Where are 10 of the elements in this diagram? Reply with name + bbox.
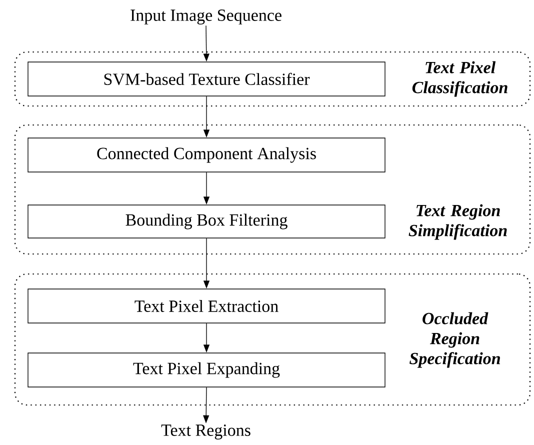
text-label: Input Image Sequence: [130, 10, 282, 24]
process-box: Bounding Box Filtering: [28, 204, 386, 238]
stage-title: Occluded Region Specification: [410, 312, 500, 368]
process-box: Text Pixel Expanding: [28, 352, 386, 388]
process-box: SVM-based Texture Classifier: [28, 62, 386, 96]
stage-title: Text Region Simplification: [408, 204, 507, 240]
process-box: Connected Component Analysis: [28, 138, 386, 172]
process-box: Text Pixel Extraction: [28, 288, 386, 324]
stage-title: Text Pixel Classification: [412, 61, 508, 97]
text-label: Text Regions: [161, 424, 250, 440]
